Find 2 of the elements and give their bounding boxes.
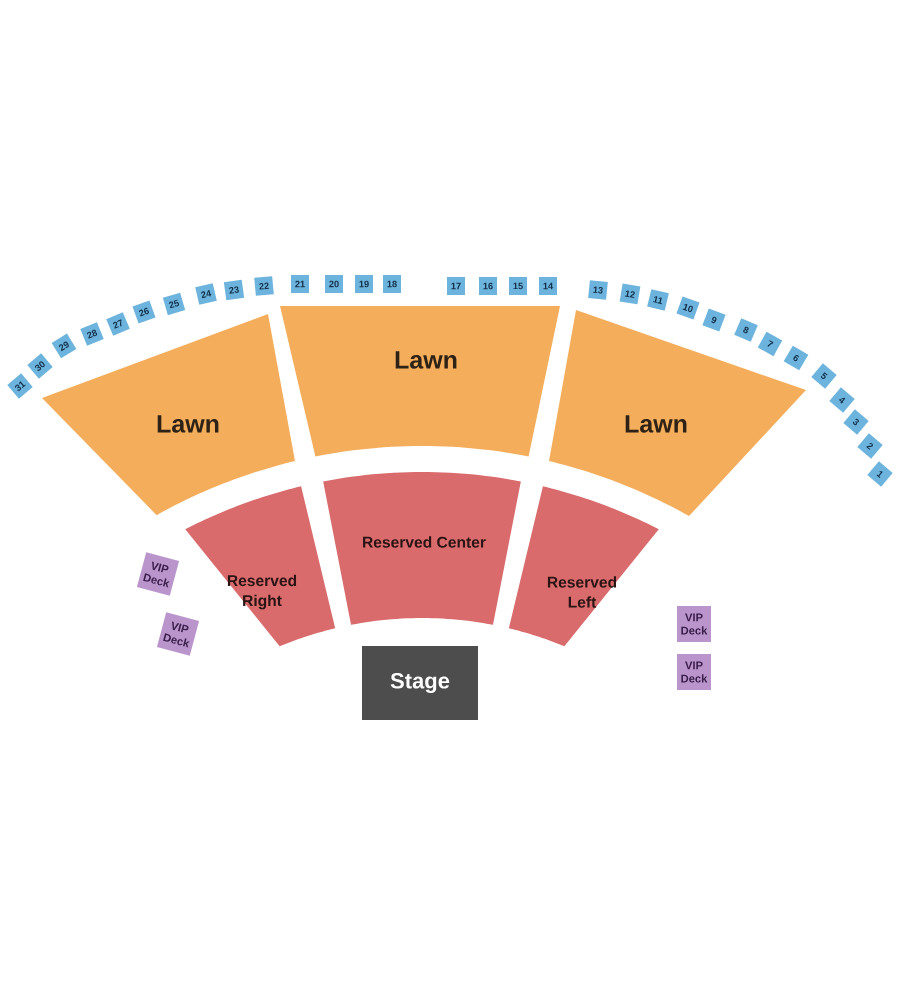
stage-block: Stage [362,646,478,720]
lawn-section: Lawn [280,306,560,457]
